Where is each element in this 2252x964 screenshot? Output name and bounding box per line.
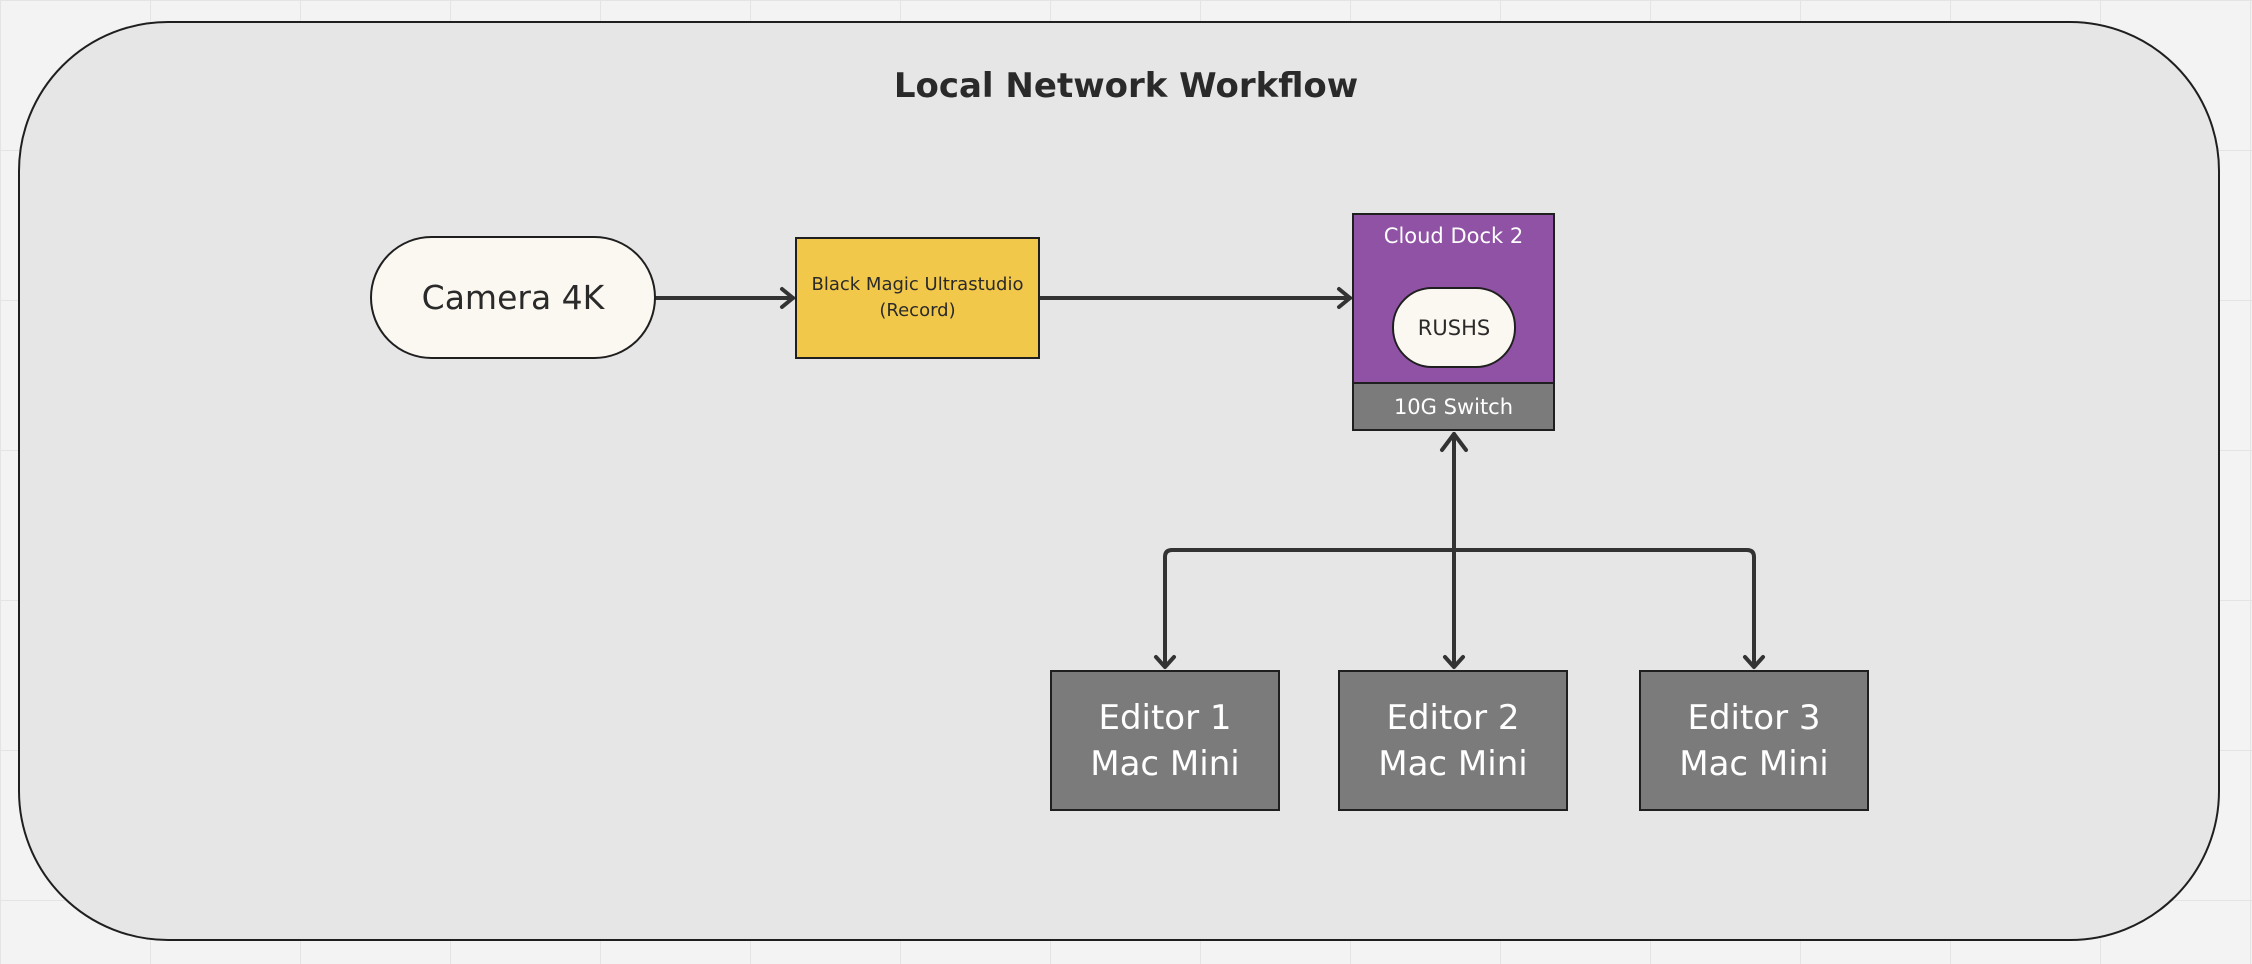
editor-1-node[interactable]: Editor 1 Mac Mini (1050, 670, 1280, 811)
blackmagic-node[interactable]: Black Magic Ultrastudio (Record) (795, 237, 1040, 359)
editor-3-name: Editor 3 (1687, 697, 1821, 738)
editor-1-device: Mac Mini (1090, 743, 1240, 784)
editor-3-device: Mac Mini (1679, 743, 1829, 784)
arrowhead-editor2 (1443, 655, 1465, 669)
editor-2-name: Editor 2 (1386, 697, 1520, 738)
rushs-node[interactable]: RUSHS (1392, 287, 1516, 368)
connector-bus-editor3 (1452, 548, 1756, 668)
editor-2-node[interactable]: Editor 2 Mac Mini (1338, 670, 1568, 811)
blackmagic-label-line1: Black Magic Ultrastudio (811, 274, 1024, 295)
arrowhead-switch (1440, 432, 1468, 452)
arrowhead-editor1 (1154, 655, 1176, 669)
cloud-dock-label: Cloud Dock 2 (1383, 224, 1524, 248)
editor-2-device: Mac Mini (1378, 743, 1528, 784)
arrowhead-dock (1337, 287, 1352, 309)
switch-node[interactable]: 10G Switch (1352, 382, 1555, 431)
rushs-label: RUSHS (1417, 315, 1491, 340)
arrowhead-editor3 (1743, 655, 1765, 669)
diagram-title: Local Network Workflow (893, 66, 1359, 106)
editor-3-node[interactable]: Editor 3 Mac Mini (1639, 670, 1869, 811)
connector-bus-editor1 (1163, 548, 1456, 668)
camera-label: Camera 4K (421, 278, 605, 317)
blackmagic-label-line2: (Record) (879, 300, 956, 321)
camera-node[interactable]: Camera 4K (370, 236, 656, 359)
switch-label: 10G Switch (1393, 394, 1514, 419)
arrowhead-blackmagic (780, 287, 795, 309)
editor-1-name: Editor 1 (1098, 697, 1232, 738)
